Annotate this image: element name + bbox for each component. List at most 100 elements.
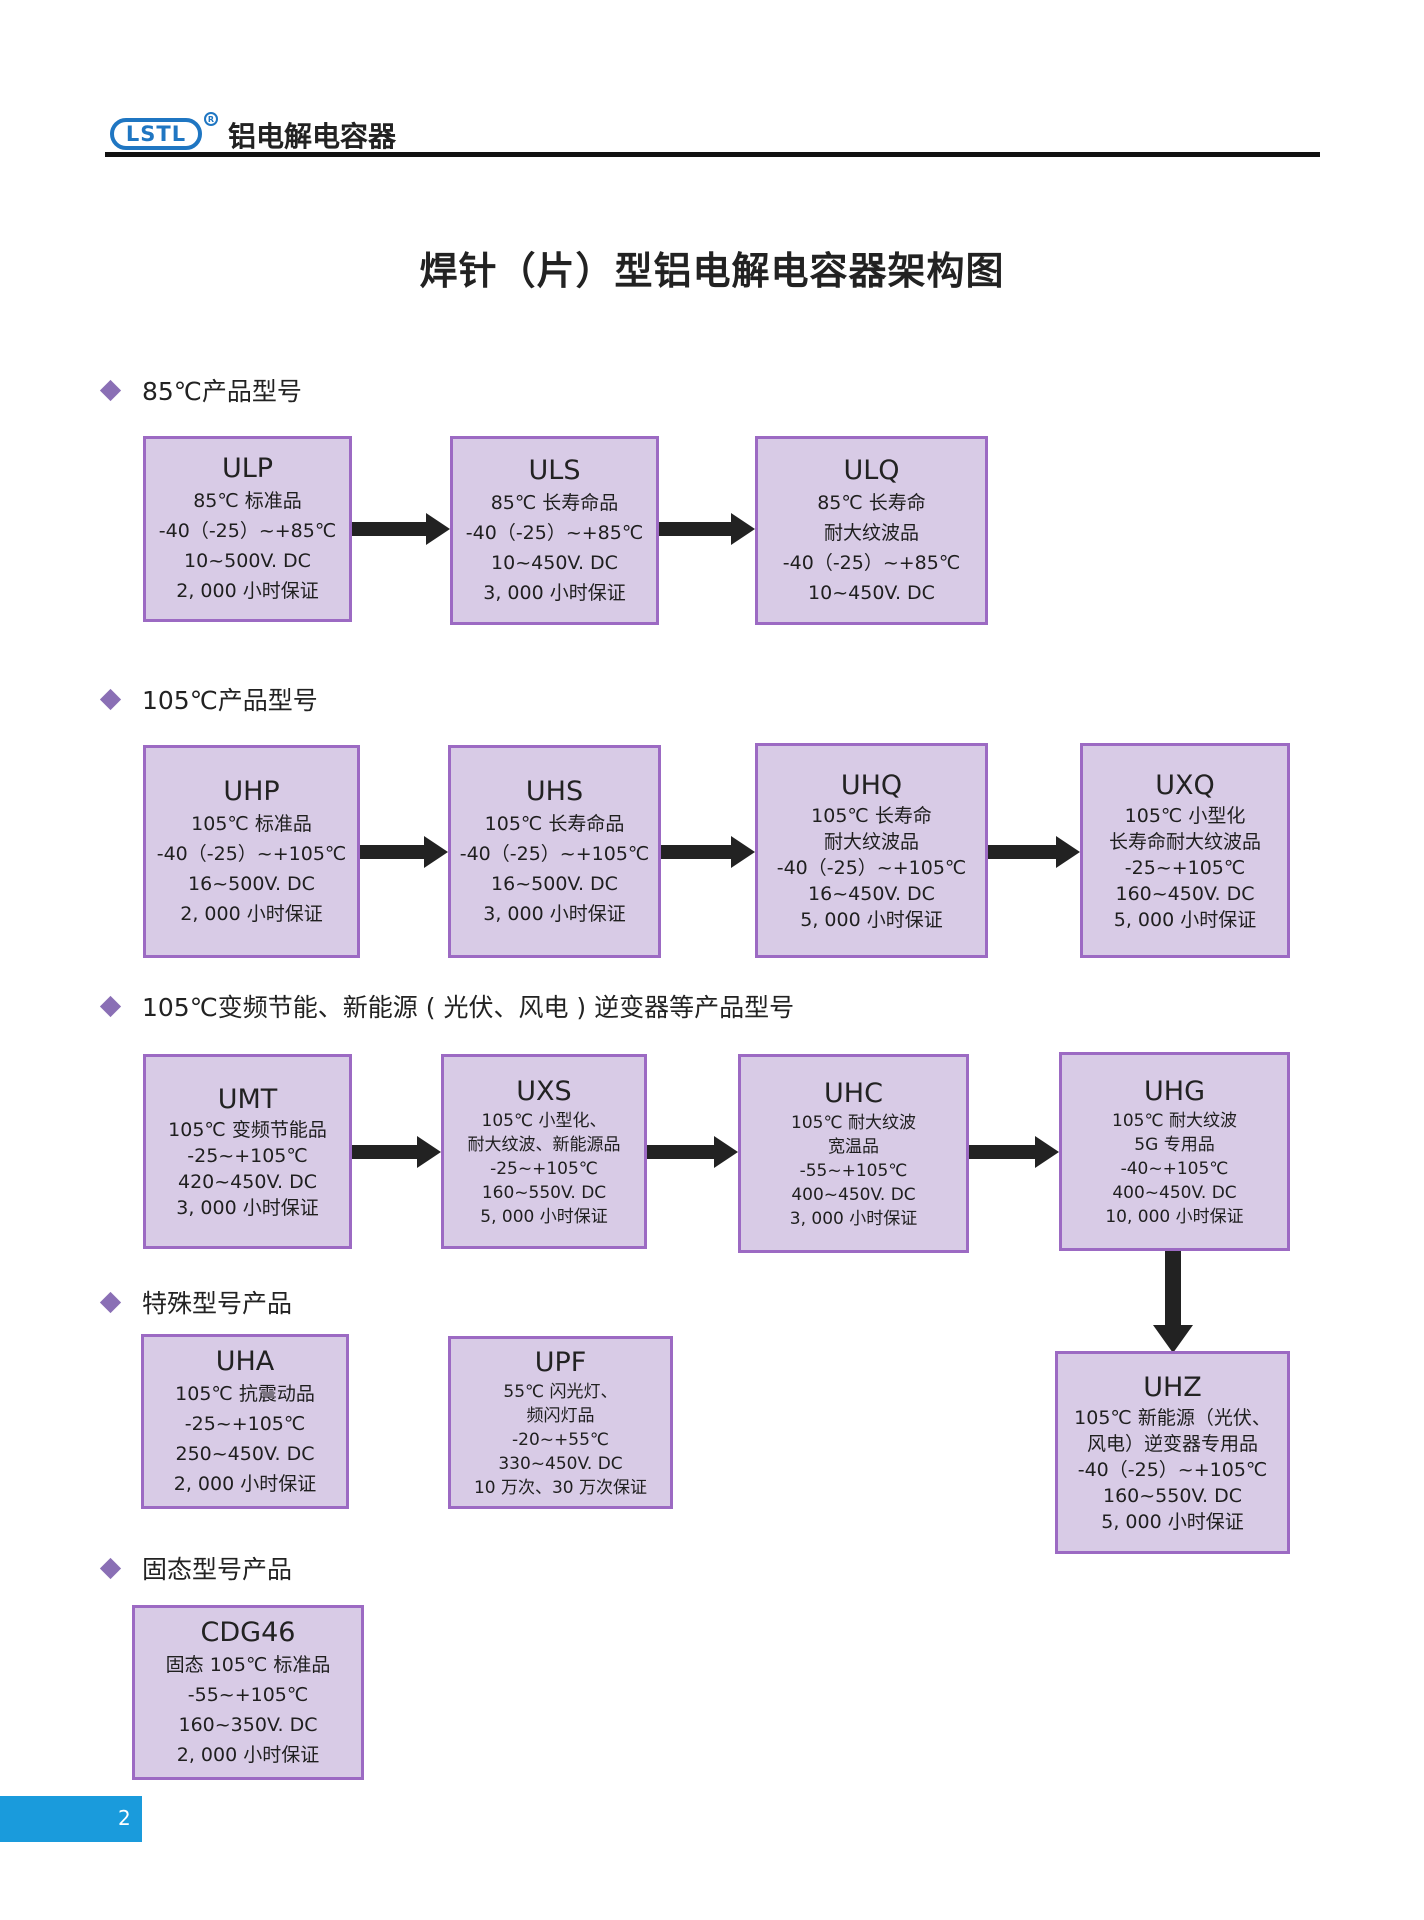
section-heading-105c: 105℃产品型号 bbox=[99, 681, 318, 717]
product-spec: 250~450V. DC bbox=[175, 1442, 315, 1465]
product-spec: 105℃ 标准品 bbox=[191, 812, 312, 835]
product-spec: 10 万次、30 万次保证 bbox=[473, 1477, 648, 1498]
product-spec: 85℃ 长寿命 bbox=[817, 491, 926, 514]
product-name: UHQ bbox=[840, 769, 903, 801]
arrow-right-icon bbox=[659, 513, 755, 545]
arrow-right-icon bbox=[969, 1136, 1059, 1168]
diamond-bullet-icon bbox=[99, 1557, 122, 1579]
product-spec: 5, 000 小时保证 bbox=[1113, 908, 1257, 931]
product-spec: -20~+55℃ bbox=[512, 1429, 609, 1450]
product-spec: 5G 专用品 bbox=[1134, 1134, 1215, 1155]
product-spec: -55~+105℃ bbox=[187, 1683, 309, 1706]
product-name: ULS bbox=[528, 454, 581, 486]
diamond-bullet-icon bbox=[99, 1291, 122, 1313]
product-spec: -40（-25）~+85℃ bbox=[158, 520, 337, 542]
product-spec: 105℃ 小型化 bbox=[1124, 804, 1246, 827]
product-name: ULQ bbox=[843, 454, 900, 486]
arrow-right-icon bbox=[352, 513, 450, 545]
product-spec: 5, 000 小时保证 bbox=[800, 908, 943, 931]
product-spec: 400~450V. DC bbox=[1112, 1182, 1237, 1203]
product-name: CDG46 bbox=[200, 1616, 296, 1648]
product-spec: 固态 105℃ 标准品 bbox=[165, 1653, 331, 1676]
product-spec: 85℃ 长寿命品 bbox=[490, 491, 619, 514]
product-name: UHA bbox=[215, 1345, 275, 1377]
page-number: 2 bbox=[118, 1806, 131, 1830]
product-spec: -40（-25）~+105℃ bbox=[776, 856, 967, 879]
product-box-uls: ULS 85℃ 长寿命品 -40（-25）~+85℃ 10~450V. DC 3… bbox=[450, 436, 659, 625]
product-spec: 长寿命耐大纹波品 bbox=[1108, 830, 1261, 853]
product-spec: 160~350V. DC bbox=[178, 1713, 318, 1736]
product-name: UMT bbox=[217, 1083, 278, 1115]
product-spec: 10~450V. DC bbox=[491, 551, 618, 574]
product-spec: -25~+105℃ bbox=[1124, 856, 1246, 879]
product-spec: 耐大纹波品 bbox=[823, 521, 919, 544]
product-spec: 85℃ 标准品 bbox=[193, 490, 302, 512]
product-spec: 风电）逆变器专用品 bbox=[1086, 1432, 1258, 1455]
product-spec: 105℃ 变频节能品 bbox=[168, 1118, 327, 1141]
product-spec: -25~+105℃ bbox=[490, 1158, 598, 1179]
product-box-uxs: UXS 105℃ 小型化、 耐大纹波、新能源品 -25~+105℃ 160~55… bbox=[441, 1054, 647, 1249]
product-spec: 2, 000 小时保证 bbox=[176, 580, 319, 602]
product-box-uha: UHA 105℃ 抗震动品 -25~+105℃ 250~450V. DC 2, … bbox=[141, 1334, 349, 1509]
arrow-right-icon bbox=[352, 1136, 441, 1168]
product-spec: -40（-25）~+85℃ bbox=[465, 521, 644, 544]
product-spec: 2, 000 小时保证 bbox=[180, 902, 323, 925]
arrow-right-icon bbox=[360, 836, 448, 868]
section-heading-special: 特殊型号产品 bbox=[99, 1284, 293, 1320]
product-name: UXS bbox=[516, 1075, 572, 1107]
product-spec: 105℃ 耐大纹波 bbox=[1112, 1110, 1237, 1131]
page-title: 焊针（片）型铝电解电容器架构图 bbox=[419, 249, 1005, 293]
page-number-tab bbox=[0, 1796, 142, 1842]
product-spec: -40（-25）~+105℃ bbox=[459, 842, 650, 865]
product-spec: 105℃ 抗震动品 bbox=[175, 1382, 315, 1405]
section-label: 85℃产品型号 bbox=[142, 377, 302, 406]
product-box-uhp: UHP 105℃ 标准品 -40（-25）~+105℃ 16~500V. DC … bbox=[143, 745, 360, 958]
arrow-right-icon bbox=[988, 836, 1080, 868]
brand-logo: LSTL bbox=[110, 118, 202, 150]
product-spec: 160~550V. DC bbox=[1103, 1484, 1242, 1507]
product-spec: 400~450V. DC bbox=[791, 1184, 916, 1205]
product-spec: 2, 000 小时保证 bbox=[173, 1472, 317, 1495]
product-box-ulp: ULP 85℃ 标准品 -40（-25）~+85℃ 10~500V. DC 2,… bbox=[143, 436, 352, 622]
product-spec: 160~550V. DC bbox=[481, 1182, 607, 1203]
product-box-uhz: UHZ 105℃ 新能源（光伏、 风电）逆变器专用品 -40（-25）~+105… bbox=[1055, 1351, 1290, 1554]
product-spec: -40（-25）~+105℃ bbox=[156, 842, 347, 865]
product-spec: 5, 000 小时保证 bbox=[1101, 1510, 1244, 1533]
product-spec: 16~500V. DC bbox=[188, 872, 315, 895]
product-spec: 频闪灯品 bbox=[526, 1405, 595, 1426]
product-box-uhq: UHQ 105℃ 长寿命 耐大纹波品 -40（-25）~+105℃ 16~450… bbox=[755, 743, 988, 958]
product-spec: -40~+105℃ bbox=[1120, 1158, 1229, 1179]
logo-text: LSTL bbox=[125, 122, 187, 146]
product-name: UHG bbox=[1144, 1075, 1205, 1107]
product-spec: 420~450V. DC bbox=[178, 1170, 317, 1193]
product-spec: 55℃ 闪光灯、 bbox=[503, 1381, 618, 1402]
product-box-uxq: UXQ 105℃ 小型化 长寿命耐大纹波品 -25~+105℃ 160~450V… bbox=[1080, 743, 1290, 958]
section-label: 特殊型号产品 bbox=[142, 1289, 293, 1318]
section-heading-solid: 固态型号产品 bbox=[99, 1550, 292, 1586]
product-spec: 10~450V. DC bbox=[808, 581, 935, 604]
product-spec: 耐大纹波品 bbox=[823, 830, 919, 853]
product-spec: -25~+105℃ bbox=[187, 1144, 308, 1167]
arrow-right-icon bbox=[661, 836, 755, 868]
product-spec: 16~450V. DC bbox=[808, 882, 935, 905]
product-spec: 10, 000 小时保证 bbox=[1105, 1206, 1244, 1227]
header-divider bbox=[105, 152, 1320, 157]
product-box-uhg: UHG 105℃ 耐大纹波 5G 专用品 -40~+105℃ 400~450V.… bbox=[1059, 1052, 1290, 1251]
product-spec: 耐大纹波、新能源品 bbox=[467, 1134, 621, 1155]
diamond-bullet-icon bbox=[99, 995, 122, 1017]
diamond-bullet-icon bbox=[99, 688, 122, 710]
product-box-umt: UMT 105℃ 变频节能品 -25~+105℃ 420~450V. DC 3,… bbox=[143, 1054, 352, 1249]
product-spec: 105℃ 新能源（光伏、 bbox=[1074, 1406, 1271, 1429]
product-name: UHZ bbox=[1143, 1371, 1202, 1403]
product-box-ulq: ULQ 85℃ 长寿命 耐大纹波品 -40（-25）~+85℃ 10~450V.… bbox=[755, 436, 988, 625]
arrow-right-icon bbox=[647, 1136, 738, 1168]
product-spec: 3, 000 小时保证 bbox=[789, 1208, 918, 1229]
product-name: UHP bbox=[223, 775, 280, 807]
product-name: UPF bbox=[534, 1346, 587, 1378]
product-spec: -55~+105℃ bbox=[799, 1160, 908, 1181]
product-box-cdg46: CDG46 固态 105℃ 标准品 -55~+105℃ 160~350V. DC… bbox=[132, 1605, 364, 1780]
product-spec: 5, 000 小时保证 bbox=[480, 1206, 608, 1227]
product-name: UHS bbox=[525, 775, 584, 807]
diamond-bullet-icon bbox=[99, 379, 122, 401]
product-spec: 330~450V. DC bbox=[498, 1453, 623, 1474]
